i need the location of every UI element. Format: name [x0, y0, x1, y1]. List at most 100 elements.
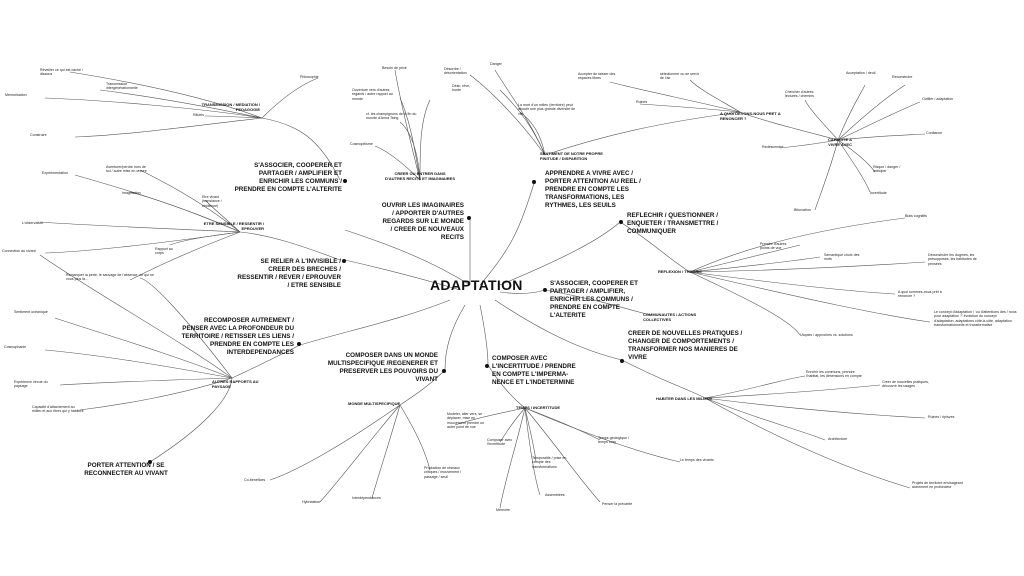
branch-recomposer: RECOMPOSER AUTREMENT / PENSER AVEC LA PR…: [181, 317, 294, 356]
leaf-observation: L'observation: [22, 221, 44, 225]
leaf-transmission-inter: Transmission intergénérationnelle: [106, 82, 138, 91]
connector: [524, 407, 537, 463]
leaf-imagination: Imagination: [122, 191, 141, 195]
branch-dot: [620, 359, 624, 363]
leaf-outiller: Outiller / adaptation: [922, 97, 954, 101]
leaf-remarquer: Remarquer la perte, le sauvage de l'abse…: [66, 273, 154, 282]
leaf-bifurcation: Bifurcation: [794, 208, 811, 212]
connector: [499, 221, 621, 286]
connector: [524, 407, 541, 496]
leaf-connection: Connection au vivant: [2, 249, 36, 253]
connector: [261, 77, 319, 119]
connector: [837, 133, 926, 141]
connector: [149, 377, 233, 463]
connector: [499, 289, 546, 294]
connector: [139, 277, 233, 379]
leaf-experience: Expérience vécue du paysage: [14, 380, 48, 389]
leaf-ruines: Ruines: [636, 100, 648, 104]
category-habiter: HABITER DANS LES MILIEUX: [656, 396, 713, 401]
branch-dot: [442, 369, 446, 373]
connector: [524, 407, 601, 503]
leaf-reveiller: Réveiller ce qui est caché / dissous: [40, 68, 83, 77]
connector: [487, 364, 526, 409]
leaf-reconstruire: Reconstruire: [892, 75, 913, 79]
connector: [704, 384, 881, 399]
leaf-cosmopitisme: Cosmopitisme: [350, 142, 373, 146]
connector: [837, 101, 921, 141]
leaf-desordre: Désordre / désorientation: [444, 67, 467, 76]
leaf-deconstruire: Déconstruire les dogmes, les présupposés…: [928, 253, 977, 266]
connector: [689, 79, 741, 113]
connector: [804, 99, 839, 141]
branch-porter-attention: PORTER ATTENTION / SE RECONNECTER AU VIV…: [84, 462, 168, 477]
leaf-aventure: Aventurer/perdre hors de soi / autre mis…: [106, 165, 147, 174]
leaf-memoire: Mémoire: [496, 508, 510, 512]
branch-s-associer-top: S'ASSOCIER, COOPERER ET PARTAGER / AMPLI…: [234, 162, 342, 193]
branch-dot: [343, 179, 347, 183]
leaf-temps-geologique: Temps géologique / temps long: [598, 436, 630, 445]
leaf-le-temps: Le temps des vivants: [680, 458, 714, 462]
category-communautes: COMMUNAUTES / ACTIONS COLLECTIVES: [643, 312, 697, 322]
category-etre-sensible: ETRE SENSIBLE / RESSENTIR / EPROUVER: [203, 221, 264, 231]
connector: [494, 299, 623, 361]
connector: [399, 121, 421, 181]
leaf-architecture: Architecture: [828, 437, 848, 441]
leaf-cf-champignons: cf. les champignons de la fin du monde d…: [366, 112, 417, 121]
leaf-ouverture: Ouverture vers d'autres regards / autre …: [352, 88, 393, 101]
leaf-enrichir: Enrichir les communs, prendre l'habitat,…: [806, 370, 862, 379]
connector: [689, 271, 801, 336]
branch-dot: [467, 216, 471, 220]
connector: [689, 217, 906, 273]
connector: [619, 221, 691, 273]
connector: [837, 84, 866, 141]
leaf-temporalite: Temporalité / prise en compte des transf…: [532, 456, 567, 469]
branch-ouvrir-imaginaires: OUVRIR LES IMAGINAIRES / APPORTER D'AUTR…: [381, 202, 464, 241]
leaf-capacite-attach: Capacité d'attachement au milieu et aux …: [32, 405, 84, 414]
connector: [299, 299, 451, 346]
connector: [371, 404, 401, 499]
connector: [837, 139, 876, 173]
connector: [739, 111, 839, 141]
leaf-incertitude-cap: Incertitude: [870, 191, 887, 195]
branch-dot: [148, 460, 152, 464]
connector: [779, 139, 839, 149]
connector: [499, 89, 546, 156]
leaf-construire: Construire: [30, 133, 47, 137]
branch-dot: [485, 364, 489, 368]
connector: [129, 231, 241, 281]
branch-dot: [543, 288, 547, 292]
category-creer-recits: CREER OU ENTRER DANS D'AUTRES RECITS ET …: [384, 171, 456, 181]
leaf-etre-vivant: Etre vivant (transiance / résilience): [202, 195, 222, 208]
connector: [44, 97, 263, 119]
leaf-danger: Danger: [490, 62, 502, 66]
leaf-risque: Risque / danger / anticiper: [873, 165, 901, 174]
category-capacite: CAPACITE A VIVRE AVEC: [828, 137, 852, 147]
category-temps-incertitude: TEMPS / INCERTITUDE: [516, 405, 561, 410]
connector: [689, 271, 931, 323]
connector: [44, 349, 233, 379]
connector: [39, 254, 233, 379]
connector: [419, 99, 431, 181]
central-topic: ADAPTATION: [430, 277, 523, 293]
connector: [99, 89, 263, 119]
connector: [319, 404, 401, 503]
leaf-besoin-prive: Besoin de privé: [382, 66, 407, 70]
connector: [344, 229, 471, 286]
leaf-redescendre: Redescendre: [762, 145, 784, 149]
connector: [689, 271, 896, 295]
leaf-production: Production de réseaux critiques / mouvem…: [424, 466, 462, 479]
leaf-cosmophanie: Cosmophanie: [4, 345, 27, 349]
connector: [79, 377, 233, 411]
leaf-concept: Le concept d'adaptation / 'ou d'attentio…: [934, 310, 1017, 328]
leaf-experimentation: Expérimentation: [42, 171, 68, 175]
leaf-hybridation: Hybridation: [302, 500, 321, 504]
connector: [374, 145, 421, 181]
connector: [639, 103, 741, 113]
connector: [544, 289, 651, 316]
connector: [519, 111, 546, 156]
leaf-selectionner: sélectionner ou se servir de l'air: [660, 72, 699, 81]
leaf-composer-avec: Composer avec l'incertitude: [487, 438, 513, 447]
category-monde-multispecifique: MONDE MULTISPECIFIQUE: [348, 401, 401, 406]
connector: [399, 97, 421, 181]
leaf-assemblees: Assemblées: [545, 493, 565, 497]
